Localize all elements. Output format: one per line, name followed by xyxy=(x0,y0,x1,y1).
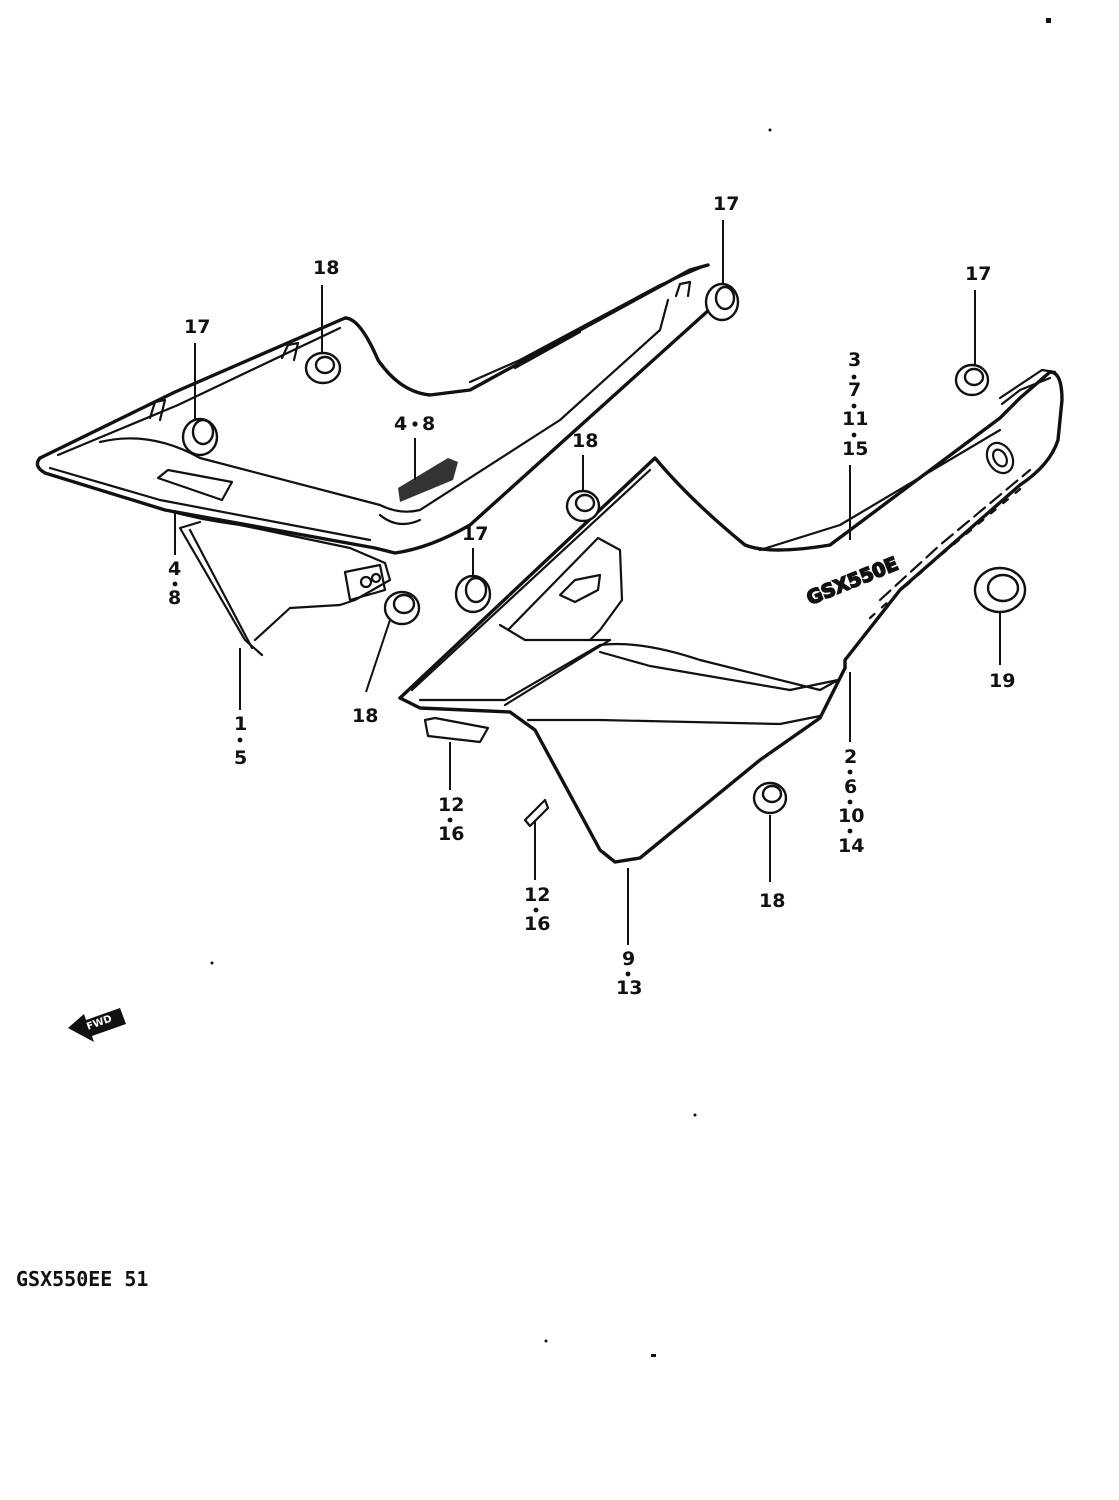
callout-7: 7 xyxy=(848,379,861,401)
callout-labels: 17 18 17 17 4 8 18 3 7 11 15 17 4 8 18 1… xyxy=(168,193,1015,999)
forward-arrow-icon: FWD xyxy=(68,1008,126,1042)
model-code: GSX550EE 51 xyxy=(16,1267,148,1291)
callout-19: 19 xyxy=(989,670,1015,692)
callout-14: 14 xyxy=(838,835,864,857)
callout-dot xyxy=(447,817,453,823)
callout-17-top-mid: 17 xyxy=(713,193,739,215)
callout-8-left: 8 xyxy=(168,587,181,609)
callout-dot xyxy=(847,828,853,834)
grommets xyxy=(181,282,1027,815)
callout-dot xyxy=(851,374,857,380)
callout-10: 10 xyxy=(838,805,864,827)
model-decal: GSX550E xyxy=(804,553,902,610)
callout-18-center: 18 xyxy=(572,430,598,452)
callout-3: 3 xyxy=(848,349,861,371)
callout-9: 9 xyxy=(622,948,635,970)
callout-2: 2 xyxy=(844,746,857,768)
grommet-18-center-icon xyxy=(565,489,601,523)
grommet-17-center-icon xyxy=(454,574,492,614)
callout-dot xyxy=(412,421,418,427)
leader-lines xyxy=(174,220,1001,945)
callout-dot xyxy=(237,737,243,743)
callout-18-bottom-right: 18 xyxy=(759,890,785,912)
grommet-18-top-icon xyxy=(304,351,342,385)
callout-12-b: 12 xyxy=(524,884,550,906)
callout-4-upper: 4 xyxy=(394,413,407,435)
callout-17-right-top: 17 xyxy=(965,263,991,285)
callout-16-b: 16 xyxy=(524,913,550,935)
callout-dot xyxy=(533,907,539,913)
callout-dot xyxy=(625,971,631,977)
grommet-18-low-left-icon xyxy=(383,590,421,626)
grommet-17-top-icon xyxy=(704,282,740,322)
washer-19-icon xyxy=(973,566,1027,614)
callout-dot xyxy=(851,432,857,438)
callout-13: 13 xyxy=(616,977,642,999)
callout-17-center: 17 xyxy=(462,523,488,545)
right-frame-cover: GSX550E xyxy=(398,368,1064,864)
callout-16-a: 16 xyxy=(438,823,464,845)
callout-dot xyxy=(172,581,178,587)
callout-11: 11 xyxy=(842,408,868,430)
callout-12-a: 12 xyxy=(438,794,464,816)
grommet-18-bottom-icon xyxy=(752,781,788,815)
callout-18-low-left: 18 xyxy=(352,705,378,727)
callout-15: 15 xyxy=(842,438,868,460)
callout-6: 6 xyxy=(844,776,857,798)
scan-specks xyxy=(210,18,1051,1357)
callout-dot xyxy=(847,799,853,805)
callout-dot xyxy=(851,403,857,409)
callout-18-top: 18 xyxy=(313,257,339,279)
callout-4-left: 4 xyxy=(168,558,181,580)
callout-8-upper: 8 xyxy=(422,413,435,435)
callout-17-left: 17 xyxy=(184,316,210,338)
callout-1: 1 xyxy=(234,713,247,735)
callout-dot xyxy=(847,769,853,775)
left-frame-cover xyxy=(35,263,722,657)
grommet-17-right-icon xyxy=(954,363,990,397)
grommet-17-left-icon xyxy=(181,417,219,457)
callout-5: 5 xyxy=(234,747,247,769)
